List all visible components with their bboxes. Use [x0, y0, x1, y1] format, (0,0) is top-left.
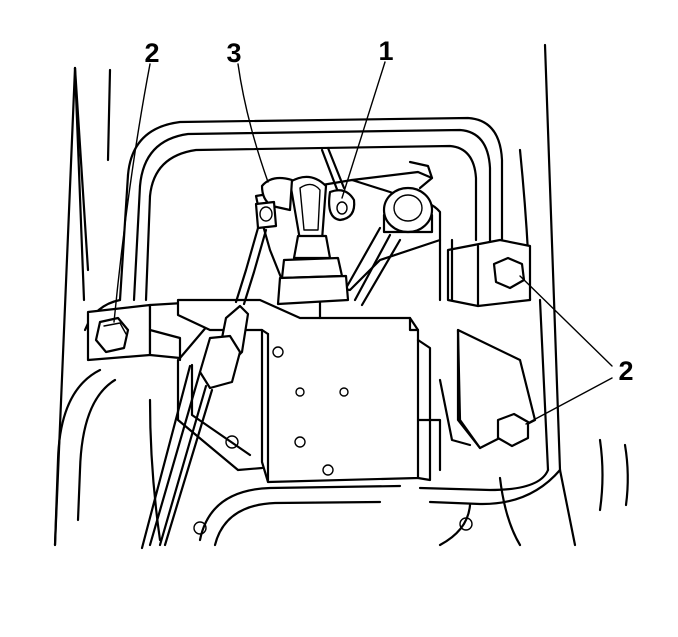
- shifter-base-plate: [176, 298, 442, 484]
- leader-2-left: [113, 63, 151, 323]
- shift-cable: [140, 226, 268, 550]
- callout-3: 3: [226, 38, 241, 68]
- leader-2-right-upper: [519, 275, 613, 367]
- leader-lines: [113, 61, 613, 425]
- callout-2-right: 2: [618, 356, 633, 386]
- leader-2-right-lower: [525, 377, 613, 425]
- floor-holes: [193, 435, 473, 535]
- right-upper-bolt: [492, 256, 526, 290]
- callout-1: 1: [378, 36, 393, 66]
- lock-cylinder-cap: [382, 186, 434, 234]
- left-bolt: [94, 316, 130, 354]
- cable-elbow: [254, 176, 294, 230]
- base-plate-holes: [272, 346, 349, 476]
- lower-body-curves: [53, 368, 577, 547]
- right-body-lines: [518, 43, 629, 512]
- shift-lever: [276, 175, 350, 306]
- cable-terminal: [320, 146, 356, 222]
- leader-3: [237, 63, 269, 183]
- right-lower-bolt: [496, 412, 530, 448]
- leader-1: [341, 61, 386, 199]
- callout-2-left: 2: [144, 38, 159, 68]
